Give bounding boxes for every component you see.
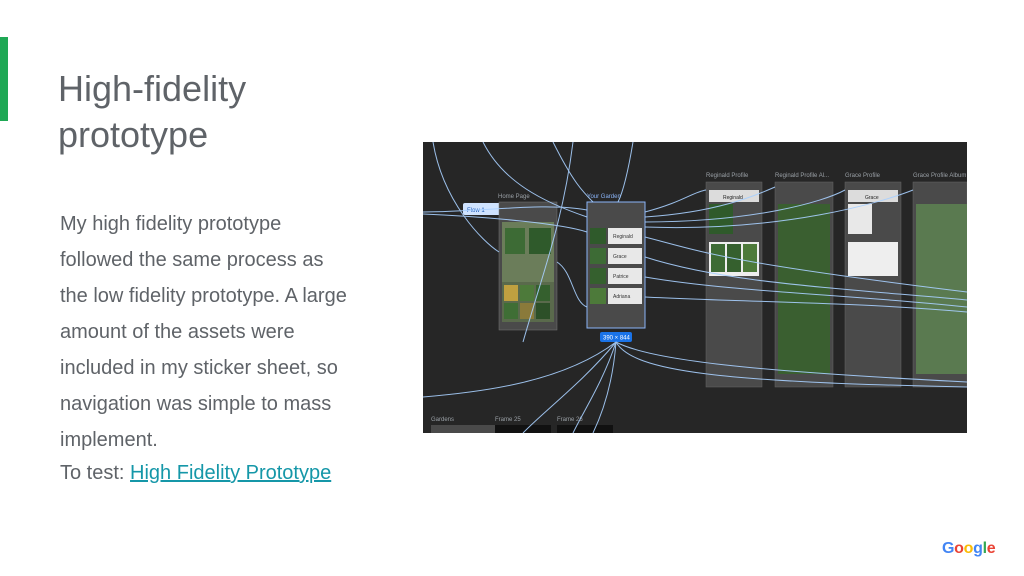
prototype-canvas: Home Page Your Garden Reginald Profile R… [423,142,967,433]
garden-card-label: Grace [613,254,627,260]
plant-image [505,228,525,254]
prototype-screenshot: Home Page Your Garden Reginald Profile R… [423,142,967,433]
plant-thumb [590,248,606,264]
logo-letter: G [942,540,955,557]
label-reginald-album: Reginald Profile Al... [775,173,829,179]
label-frame26: Frame 26 [557,417,583,423]
gardens-frame [431,425,501,433]
body-line: the low fidelity prototype. A large [60,285,347,307]
label-grace-profile: Grace Profile [845,173,881,179]
body-line: implement. [60,429,158,451]
label-reginald-profile: Reginald Profile [706,173,749,179]
plant-image [536,303,550,319]
plant-thumb [590,228,606,244]
flow-badge-label: Flow 1 [467,208,485,214]
plant-thumb [590,268,606,284]
plant-image [743,244,757,272]
flow-badge [463,203,501,215]
garden-card-label: Reginald [613,234,633,240]
garden-card [608,228,642,244]
slide-title: High-fidelity prototype [58,66,388,158]
profile-name-bar [709,190,759,202]
title-line-1: High-fidelity [58,68,247,109]
prototype-link[interactable]: High Fidelity Prototype [130,462,332,484]
body-line: My high fidelity prototype [60,213,282,235]
your-garden-frame [586,201,646,329]
plant-image [504,285,518,301]
plant-image [520,285,534,301]
title-line-2: prototype [58,114,209,155]
plant-image [504,303,518,319]
garden-card [608,268,642,284]
label-your-garden: Your Garden [587,194,621,200]
logo-letter: g [973,540,983,557]
body-line: followed the same process as [60,249,324,271]
size-badge-label: 390 × 844 [603,336,631,342]
test-prefix: To test: [60,462,131,484]
body-line: amount of the assets were [60,321,295,343]
garden-card [608,248,642,264]
profile-name: Reginald [723,195,743,201]
frame25 [495,425,551,433]
logo-letter: o [954,540,964,557]
google-logo: Google [942,540,996,558]
body-text: My high fidelity prototype followed the … [60,206,390,458]
plant-image [848,204,872,234]
album-strip [848,242,898,276]
garden-card-label: Adriana [613,294,630,300]
label-frame25: Frame 25 [495,417,521,423]
frame26 [557,425,613,433]
accent-bar [0,37,8,121]
label-home: Home Page [498,194,530,200]
plant-thumb [590,288,606,304]
body-line: included in my sticker sheet, so [60,357,338,379]
logo-letter: e [986,540,996,557]
profile-name: Grace [865,195,879,201]
logo-letter: o [963,540,974,557]
size-badge [600,332,632,342]
body-line: navigation was simple to mass [60,393,332,415]
garden-card [608,288,642,304]
test-line: To test: High Fidelity Prototype [60,457,331,489]
plant-image [536,285,550,301]
plant-image [529,228,551,254]
connection-lines [423,142,967,433]
album-grid [778,204,830,374]
logo-letter: l [982,540,987,557]
label-gardens: Gardens [431,417,454,423]
garden-card-label: Patrice [613,274,629,280]
label-grace-album: Grace Profile Album [913,173,966,179]
plant-image [711,244,725,272]
